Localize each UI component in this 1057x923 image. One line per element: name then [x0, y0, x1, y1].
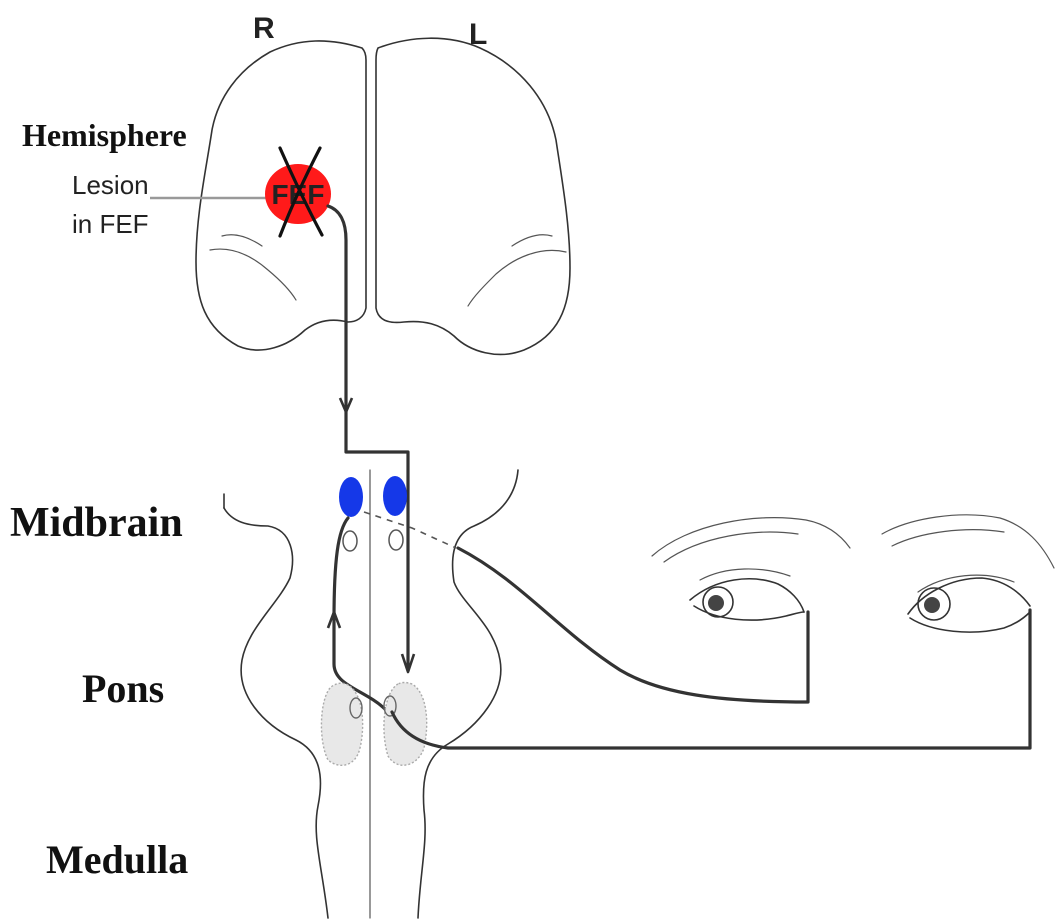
fef-descending-pathway [328, 206, 414, 672]
pons-gaze-centers [321, 683, 426, 766]
ascending-line [334, 518, 386, 710]
fef-projection-line [328, 206, 408, 670]
fef-lesion: FEF [265, 148, 331, 236]
oculomotor-nucleus-right [343, 531, 357, 551]
pathway-to-right-eye [458, 548, 808, 702]
eyebrow-right-inner [664, 532, 798, 562]
brainstem [224, 470, 518, 918]
region-label-pons: Pons [82, 666, 164, 711]
right-sulcus [210, 249, 296, 300]
left-sulcus-2 [512, 235, 552, 246]
eyebrow-right [652, 518, 850, 556]
pupil-left [924, 597, 940, 613]
side-label-right: R [253, 12, 275, 45]
eye-motor-pathways [392, 548, 1030, 748]
lid-crease-left [918, 575, 1014, 592]
lower-lid-left [910, 612, 1030, 632]
left-hemisphere-outline [376, 38, 570, 354]
eyebrow-left [882, 515, 1054, 568]
brainstem-left-outline [224, 508, 328, 918]
hemisphere-label: Hemisphere [22, 117, 187, 153]
pprf-left [384, 683, 427, 766]
side-label-left: L [469, 18, 487, 51]
oculomotor-nucleus-left [389, 530, 403, 550]
ascending-pathway [328, 512, 456, 710]
upper-lid-right [690, 579, 804, 612]
eye-left [882, 515, 1054, 632]
lesion-label-line1: Lesion [72, 170, 149, 200]
dashed-connection [364, 512, 456, 548]
cerebral-hemispheres [196, 38, 570, 354]
pprf-right [321, 683, 362, 765]
region-label-medulla: Medulla [46, 837, 188, 882]
left-sulcus [468, 250, 566, 306]
lesion-label-line2: in FEF [72, 209, 149, 239]
colliculus-left [383, 476, 407, 516]
pupil-right [708, 595, 724, 611]
colliculus-right [339, 477, 363, 517]
region-label-midbrain: Midbrain [10, 500, 183, 546]
eyebrow-left-inner [892, 530, 1004, 546]
right-sulcus-2 [222, 235, 262, 246]
eye-right [652, 518, 850, 620]
